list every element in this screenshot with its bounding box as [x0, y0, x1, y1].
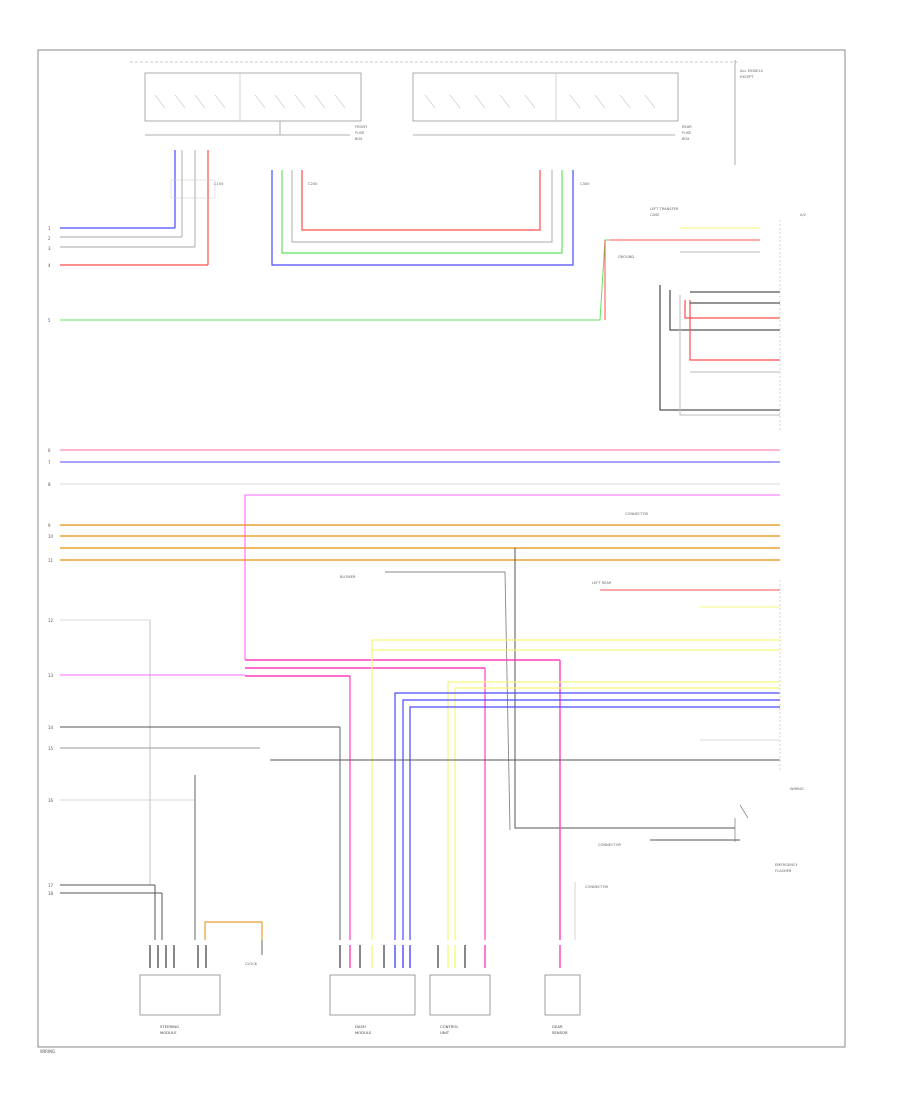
center-wiring: BLOWER LEFT REAR CONNECTOR WIRING	[60, 512, 804, 940]
svg-text:C200: C200	[308, 182, 318, 186]
svg-text:16: 16	[48, 798, 54, 803]
diagram-frame	[37, 49, 846, 1048]
svg-text:UNIT: UNIT	[440, 1030, 450, 1035]
rear-fuse-box: REAR FUSE BOX ALL MODELS EXCEPT	[412, 60, 764, 165]
control-unit	[429, 974, 491, 1016]
svg-text:13: 13	[48, 673, 54, 678]
svg-text:MODULE: MODULE	[355, 1030, 372, 1035]
svg-text:SENSOR: SENSOR	[552, 1030, 568, 1035]
svg-text:EXCEPT: EXCEPT	[740, 75, 754, 79]
svg-text:GROUND: GROUND	[618, 255, 634, 259]
steering-module	[139, 974, 221, 1016]
svg-text:9: 9	[48, 523, 51, 528]
svg-text:12: 12	[48, 618, 54, 623]
front-fuse-harness: C100	[60, 150, 224, 266]
svg-text:STEERING: STEERING	[160, 1024, 179, 1029]
rear-harness-loop: C200 C300	[271, 170, 590, 266]
left-reference-markers: 1 2 3 4 5 6 7 8 9 10 11 12 13 14 15 16 1…	[48, 226, 54, 896]
svg-text:BOX: BOX	[355, 137, 363, 141]
svg-text:15: 15	[48, 746, 54, 751]
front-fuse-box: FRONT FUSE BOX	[130, 61, 738, 141]
svg-text:7: 7	[48, 460, 51, 465]
green-signal-wire	[60, 239, 760, 321]
bottom-modules: STEERING MODULE DASH MODULE CONTROL UNIT…	[139, 882, 609, 1035]
svg-text:18: 18	[48, 891, 54, 896]
svg-text:GEAR: GEAR	[552, 1024, 563, 1029]
svg-text:LEFT TRANSFER: LEFT TRANSFER	[650, 207, 679, 211]
svg-text:CONNECTOR: CONNECTOR	[598, 843, 622, 847]
svg-text:FRONT: FRONT	[355, 125, 368, 129]
svg-text:10: 10	[48, 534, 54, 539]
svg-text:DASH: DASH	[355, 1024, 366, 1029]
svg-text:FUSE: FUSE	[355, 131, 365, 135]
svg-text:1: 1	[48, 226, 51, 231]
svg-text:6: 6	[48, 448, 51, 453]
svg-text:BLOWER: BLOWER	[340, 575, 356, 579]
bottom-connector-stubs	[149, 945, 561, 968]
svg-text:ALL MODELS: ALL MODELS	[740, 69, 764, 73]
svg-text:CASE: CASE	[650, 213, 660, 217]
svg-text:CLOCK: CLOCK	[245, 962, 258, 966]
svg-text:CONNECTOR: CONNECTOR	[585, 885, 609, 889]
svg-text:MODULE: MODULE	[160, 1030, 177, 1035]
lower-right-switch: CONNECTOR EMERGENCY FLASHER	[598, 804, 798, 873]
gear-sensor	[544, 974, 581, 1016]
dash-module	[329, 974, 416, 1016]
svg-text:5: 5	[48, 318, 51, 323]
svg-text:C100: C100	[214, 182, 224, 186]
right-connector-group: LEFT TRANSFER CASE GROUND A/C	[610, 207, 807, 430]
svg-text:11: 11	[48, 558, 54, 563]
svg-text:REAR: REAR	[682, 125, 692, 129]
svg-text:4: 4	[48, 263, 51, 268]
svg-text:CONTROL: CONTROL	[440, 1024, 459, 1029]
svg-text:14: 14	[48, 725, 54, 730]
svg-text:2: 2	[48, 236, 51, 241]
svg-text:C300: C300	[580, 182, 590, 186]
svg-text:BOX: BOX	[682, 137, 690, 141]
svg-text:FLASHER: FLASHER	[775, 869, 792, 873]
svg-text:3: 3	[48, 246, 51, 251]
main-bus-lines	[60, 449, 780, 829]
svg-text:WIRING: WIRING	[790, 787, 804, 791]
svg-text:LEFT REAR: LEFT REAR	[592, 581, 612, 585]
svg-text:CONNECTOR: CONNECTOR	[625, 512, 649, 516]
svg-text:FUSE: FUSE	[682, 131, 692, 135]
diagram-ref-code: WIRING	[40, 1049, 55, 1054]
svg-text:8: 8	[48, 482, 51, 487]
svg-text:A/C: A/C	[800, 213, 807, 217]
svg-text:17: 17	[48, 883, 54, 888]
svg-text:EMERGENCY: EMERGENCY	[775, 863, 798, 867]
